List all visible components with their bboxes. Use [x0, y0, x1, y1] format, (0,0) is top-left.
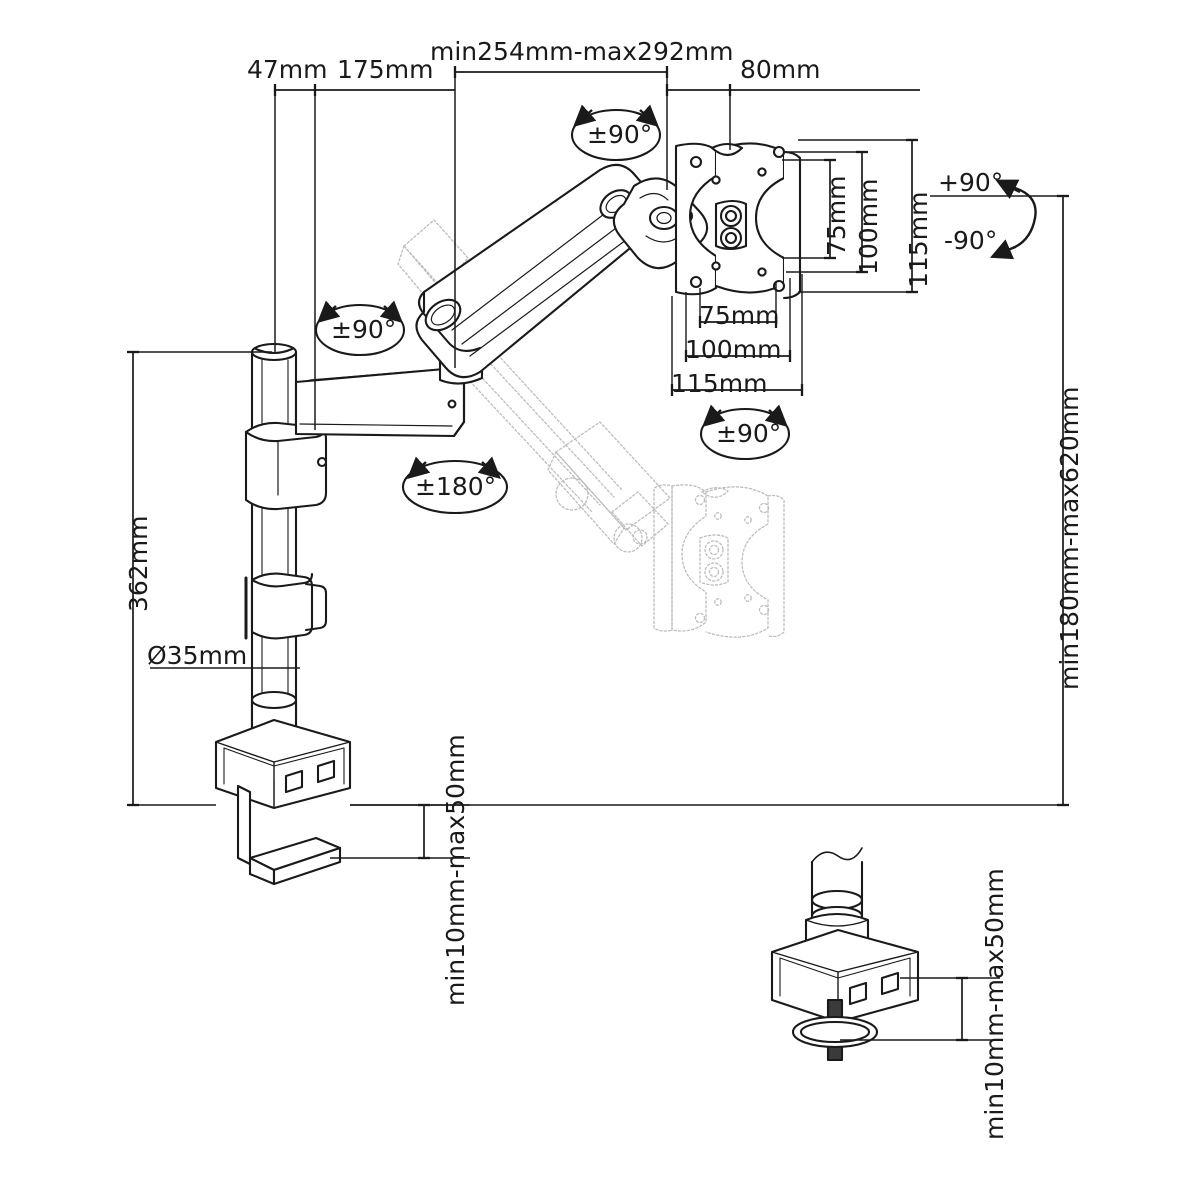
- rot-base-ellipse: [401, 459, 509, 515]
- dim-label-vesa-h-115mm: 115mm: [671, 369, 768, 398]
- rotation-label-pivot-up: +90°: [938, 168, 1004, 197]
- rotation-label-arm-joint: ±90°: [331, 315, 397, 344]
- dim-label-362mm: 362mm: [124, 515, 153, 612]
- dim-label-overall-height: min180mm-max620mm: [1055, 386, 1084, 690]
- dim-label-diameter-35mm: Ø35mm: [147, 641, 248, 670]
- dim-label-vesa-v-75mm: 75mm: [822, 175, 851, 256]
- dim-label-clamp-right: min10mm-max50mm: [980, 868, 1009, 1140]
- dim-label-vesa-h-75mm: 75mm: [699, 301, 780, 330]
- rotation-label-pivot-down: -90°: [944, 226, 998, 255]
- pivot-curve: [1012, 186, 1037, 250]
- rot-arm-joint-ellipse: [314, 303, 406, 357]
- dim-label-extension-range: min254mm-max292mm: [430, 37, 734, 66]
- dim-label-175mm: 175mm: [337, 55, 434, 84]
- dim-label-clamp-left: min10mm-max50mm: [441, 734, 470, 1006]
- rotation-label-tilt-top: ±90°: [587, 120, 653, 149]
- dim-label-80mm: 80mm: [740, 55, 821, 84]
- dim-label-vesa-v-100mm: 100mm: [854, 178, 883, 275]
- dim-label-vesa-v-115mm: 115mm: [904, 191, 933, 288]
- rot-vesa-ellipse: [699, 407, 791, 461]
- rot-tilt-top-ellipse: [570, 108, 662, 162]
- dim-label-47mm: 47mm: [247, 55, 328, 84]
- rotation-label-vesa: ±90°: [716, 419, 782, 448]
- dim-label-vesa-h-100mm: 100mm: [685, 335, 782, 364]
- rotation-label-base: ±180°: [415, 472, 497, 501]
